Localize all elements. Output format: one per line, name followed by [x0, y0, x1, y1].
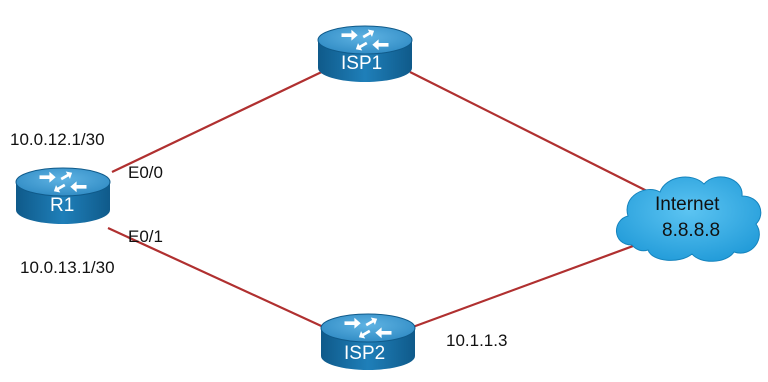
- router-label-r1: R1: [50, 195, 75, 216]
- link-r1-isp2: [107, 227, 331, 331]
- ip-label-isp2-internet: 10.1.1.3: [446, 331, 508, 350]
- router-label-isp2: ISP2: [344, 343, 386, 364]
- router-icon: [317, 25, 413, 82]
- interface-label-e0-1: E0/1: [128, 227, 163, 246]
- cloud-label-internet: Internet: [655, 194, 720, 215]
- cloud-icon: [616, 176, 762, 262]
- interface-label-e0-0: E0/0: [128, 163, 163, 182]
- router-icon: [320, 313, 416, 370]
- link-isp1-internet: [409, 71, 656, 196]
- router-label-isp1: ISP1: [341, 53, 383, 74]
- ip-label-r1-e0-1: 10.0.13.1/30: [20, 258, 115, 277]
- link-isp2-internet: [409, 236, 656, 330]
- link-r1-isp1: [111, 67, 331, 173]
- cloud-label-address: 8.8.8.8: [662, 220, 721, 241]
- router-icon: [15, 167, 111, 224]
- ip-label-r1-e0-0: 10.0.12.1/30: [10, 130, 105, 149]
